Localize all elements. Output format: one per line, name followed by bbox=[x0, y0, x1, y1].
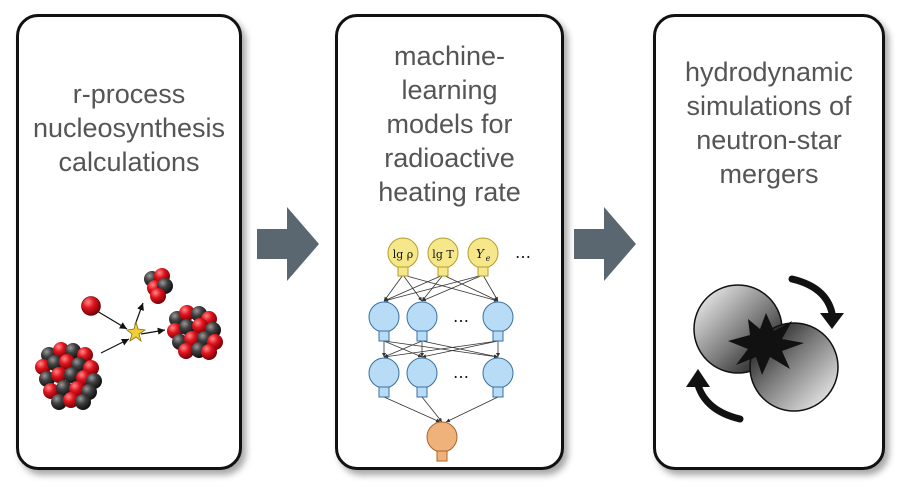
reaction-arrow bbox=[96, 310, 128, 330]
panel-ml-models: machine- learning models for radioactive… bbox=[335, 14, 564, 470]
panel-title-hydro-sims: hydrodynamic simulations of neutron-star… bbox=[656, 55, 882, 191]
hidden-ellipsis: … bbox=[453, 307, 469, 326]
merger-burst-icon bbox=[728, 313, 804, 375]
title-line: hydrodynamic bbox=[684, 57, 854, 87]
rotation-arrow-icon bbox=[694, 381, 744, 423]
rotation-arrow-head bbox=[686, 369, 710, 387]
title-line: models for bbox=[386, 109, 513, 139]
title-line: heating rate bbox=[378, 177, 521, 207]
input-node: lg T bbox=[427, 237, 459, 277]
input-ellipsis: … bbox=[515, 243, 531, 262]
panel-hydro-sims: hydrodynamic simulations of neutron-star… bbox=[653, 14, 885, 470]
input-node: Y e bbox=[467, 237, 499, 277]
title-line: radioactive bbox=[384, 143, 515, 173]
input-label-ye: Y bbox=[476, 247, 485, 261]
input-node: lg ρ bbox=[387, 237, 419, 277]
title-line: r-process bbox=[72, 79, 186, 109]
input-label-lg-t: lg T bbox=[432, 248, 454, 261]
panel-title-nucleosynthesis: r-process nucleosynthesis calculations bbox=[19, 77, 239, 179]
heavy-nucleus-product bbox=[167, 305, 223, 360]
rotation-arrow-head bbox=[820, 313, 844, 329]
input-label-lg-rho: lg ρ bbox=[393, 248, 414, 261]
title-line: simulations of bbox=[686, 91, 852, 121]
flow-arrow-icon bbox=[574, 207, 636, 281]
nucleosynthesis-illustration bbox=[35, 268, 223, 410]
light-nucleus bbox=[144, 268, 173, 304]
hidden-layer-2 bbox=[368, 357, 514, 398]
input-label-ye-subscript: e bbox=[486, 254, 491, 263]
proton-particle bbox=[81, 296, 101, 316]
title-line: learning bbox=[401, 75, 498, 105]
output-node bbox=[426, 421, 458, 462]
title-line: machine- bbox=[393, 41, 506, 71]
title-line: neutron-star bbox=[696, 125, 842, 155]
neural-network-diagram: lg ρ lg T Y e … … … bbox=[368, 237, 531, 462]
neutron-star-merger-illustration bbox=[686, 275, 844, 423]
flow-arrow-icon bbox=[257, 207, 319, 281]
network-connections bbox=[382, 274, 500, 423]
reaction-arrow bbox=[100, 338, 130, 354]
panel-nucleosynthesis: r-process nucleosynthesis calculations bbox=[16, 14, 242, 470]
rotation-arrow-icon bbox=[788, 275, 836, 317]
seed-nucleus bbox=[35, 342, 102, 410]
reaction-arrow bbox=[134, 302, 144, 326]
title-line: calculations bbox=[58, 147, 200, 177]
reaction-arrow bbox=[140, 327, 166, 335]
title-line: mergers bbox=[719, 159, 819, 189]
title-line: nucleosynthesis bbox=[32, 113, 226, 143]
reaction-star-icon bbox=[126, 320, 147, 343]
hidden-layer-1 bbox=[368, 301, 514, 342]
panel-title-ml-models: machine- learning models for radioactive… bbox=[338, 39, 561, 209]
hidden-ellipsis: … bbox=[453, 363, 469, 382]
